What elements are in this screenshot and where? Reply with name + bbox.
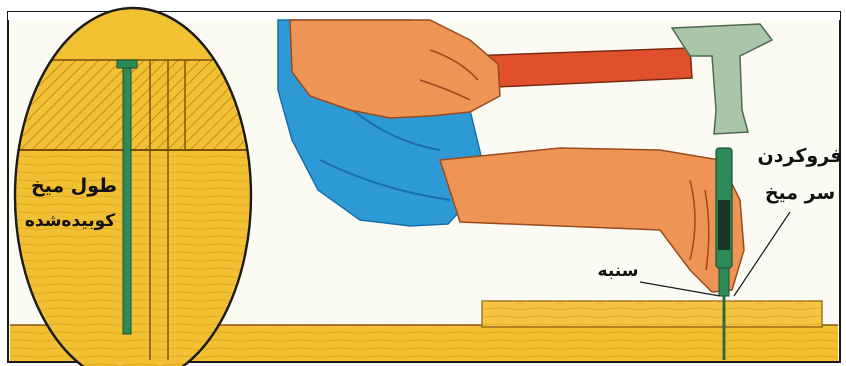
top-board (482, 301, 822, 327)
magnified-nail (123, 64, 131, 334)
